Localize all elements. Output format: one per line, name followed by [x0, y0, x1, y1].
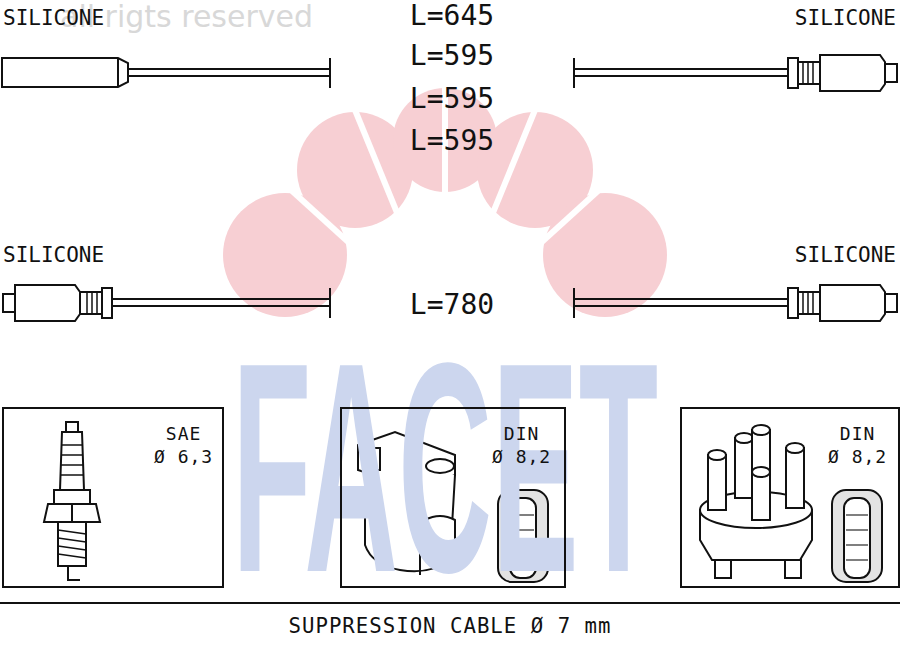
spark-plug-box: SAEØ 6,3 — [2, 407, 224, 588]
diameter-value: Ø 6,3 — [154, 446, 213, 469]
text-holder: SAEØ 6,3 — [154, 423, 213, 468]
text-holder: DINØ 8,2 — [828, 423, 887, 468]
text-holder: DINØ 8,2 — [492, 423, 551, 468]
cable-spec-band: SUPPRESSION CABLE Ø 7 mm — [0, 602, 900, 645]
material-label: SILICONE — [3, 245, 104, 266]
logo-rays — [280, 85, 610, 330]
cable-middle — [3, 285, 897, 321]
standard-name: DIN — [828, 423, 887, 446]
length-dimension: L=595 — [410, 85, 494, 113]
standard-name: SAE — [154, 423, 213, 446]
distributor-cap — [700, 425, 812, 578]
terminal-section — [832, 490, 882, 582]
length-dimension: L=595 — [410, 42, 494, 70]
material-label: SILICONE — [795, 245, 896, 266]
spark-plug — [44, 422, 100, 580]
cable-spec: SUPPRESSION CABLE Ø 7 mm — [0, 614, 900, 640]
standard-name: DIN — [492, 423, 551, 446]
length-dimension: L=645 — [410, 2, 494, 30]
length-dimension: L=780 — [410, 291, 494, 319]
distributor-terminal-box: DINØ 8,2 — [680, 407, 900, 588]
text-holder: SUPPRESSION CABLE Ø 7 mm — [0, 614, 900, 640]
diameter-value: Ø 8,2 — [492, 446, 551, 469]
material-label: SILICONE — [795, 8, 896, 29]
logo-watermark: FACET — [232, 318, 658, 617]
diameter-value: Ø 8,2 — [828, 446, 887, 469]
coil-terminal-box: DINØ 8,2 — [340, 407, 566, 588]
material-label: SILICONE — [3, 8, 104, 29]
length-dimension: L=595 — [410, 127, 494, 155]
